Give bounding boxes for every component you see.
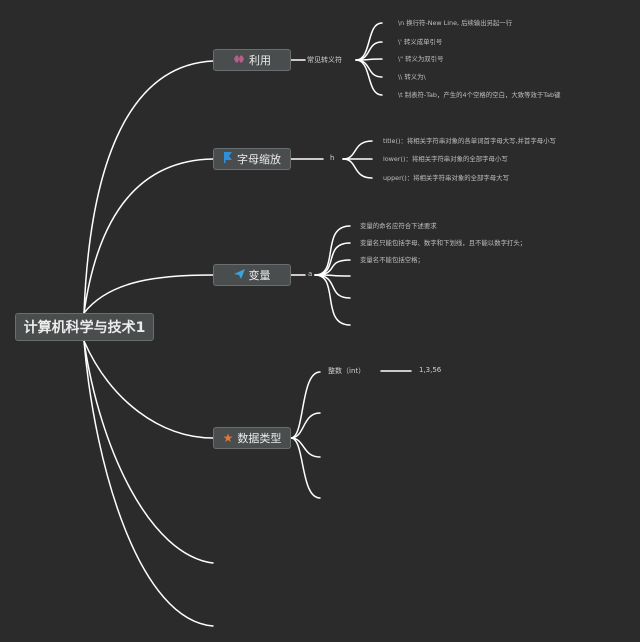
branch-case[interactable]: 字母缩放 bbox=[213, 148, 291, 170]
connector-root-empty-2 bbox=[83, 340, 214, 627]
case-item-2: lower()：将相关字符串对象的全部字母小写 bbox=[383, 155, 508, 163]
use-item-4: \\ 转义为\ bbox=[398, 73, 426, 81]
case-item-1: title()：将相关字符串对象的各单词首字母大写,并首字母小写 bbox=[383, 137, 556, 145]
use-item-5: \t 制表符-Tab，产生的4个空格的空白，大致等效于Tab键 bbox=[398, 91, 561, 99]
connector-root-use bbox=[83, 60, 214, 314]
types-sub-label: 整数（int） bbox=[328, 367, 366, 375]
branch-types-label: 数据类型 bbox=[237, 432, 282, 445]
case-sub-label: h bbox=[330, 154, 335, 162]
branch-var-label: 变量 bbox=[248, 269, 271, 282]
root-label: 计算机科学与技术1 bbox=[23, 320, 146, 336]
branch-use-label: 利用 bbox=[249, 54, 271, 67]
var-sub-label: a bbox=[308, 270, 313, 278]
use-item-1: \n 换行符-New Line, 后续输出另起一行 bbox=[398, 19, 513, 27]
use-sub-label: 常见转义符 bbox=[307, 56, 342, 64]
var-item-2: 变量名只能包括字母、数字和下划线，且不能以数字打头； bbox=[360, 239, 527, 247]
branch-use[interactable]: 利用 bbox=[213, 49, 291, 71]
root-node[interactable]: 计算机科学与技术1 bbox=[15, 313, 154, 341]
ribbon-icon bbox=[233, 54, 245, 67]
star-icon: ★ bbox=[222, 431, 234, 445]
connector-root-empty-1 bbox=[83, 340, 214, 564]
branch-var[interactable]: 变量 bbox=[213, 264, 291, 286]
use-item-2: \' 转义成单引号 bbox=[398, 38, 443, 46]
types-value-label: 1,3,56 bbox=[419, 366, 442, 374]
send-icon bbox=[233, 268, 245, 282]
use-item-3: \" 转义为双引号 bbox=[398, 55, 444, 63]
branch-case-label: 字母缩放 bbox=[237, 153, 281, 166]
connector-root-case bbox=[83, 158, 214, 314]
connector-root-types bbox=[83, 340, 214, 439]
flag-icon bbox=[223, 152, 233, 166]
case-item-3: upper()：将相关字符串对象的全部字母大写 bbox=[383, 174, 509, 182]
var-item-3: 变量名不能包括空格； bbox=[360, 256, 424, 264]
branch-types[interactable]: ★ 数据类型 bbox=[213, 427, 291, 449]
connector-root-var bbox=[83, 274, 214, 314]
var-item-1: 变量的命名应符合下述要求 bbox=[360, 222, 437, 230]
